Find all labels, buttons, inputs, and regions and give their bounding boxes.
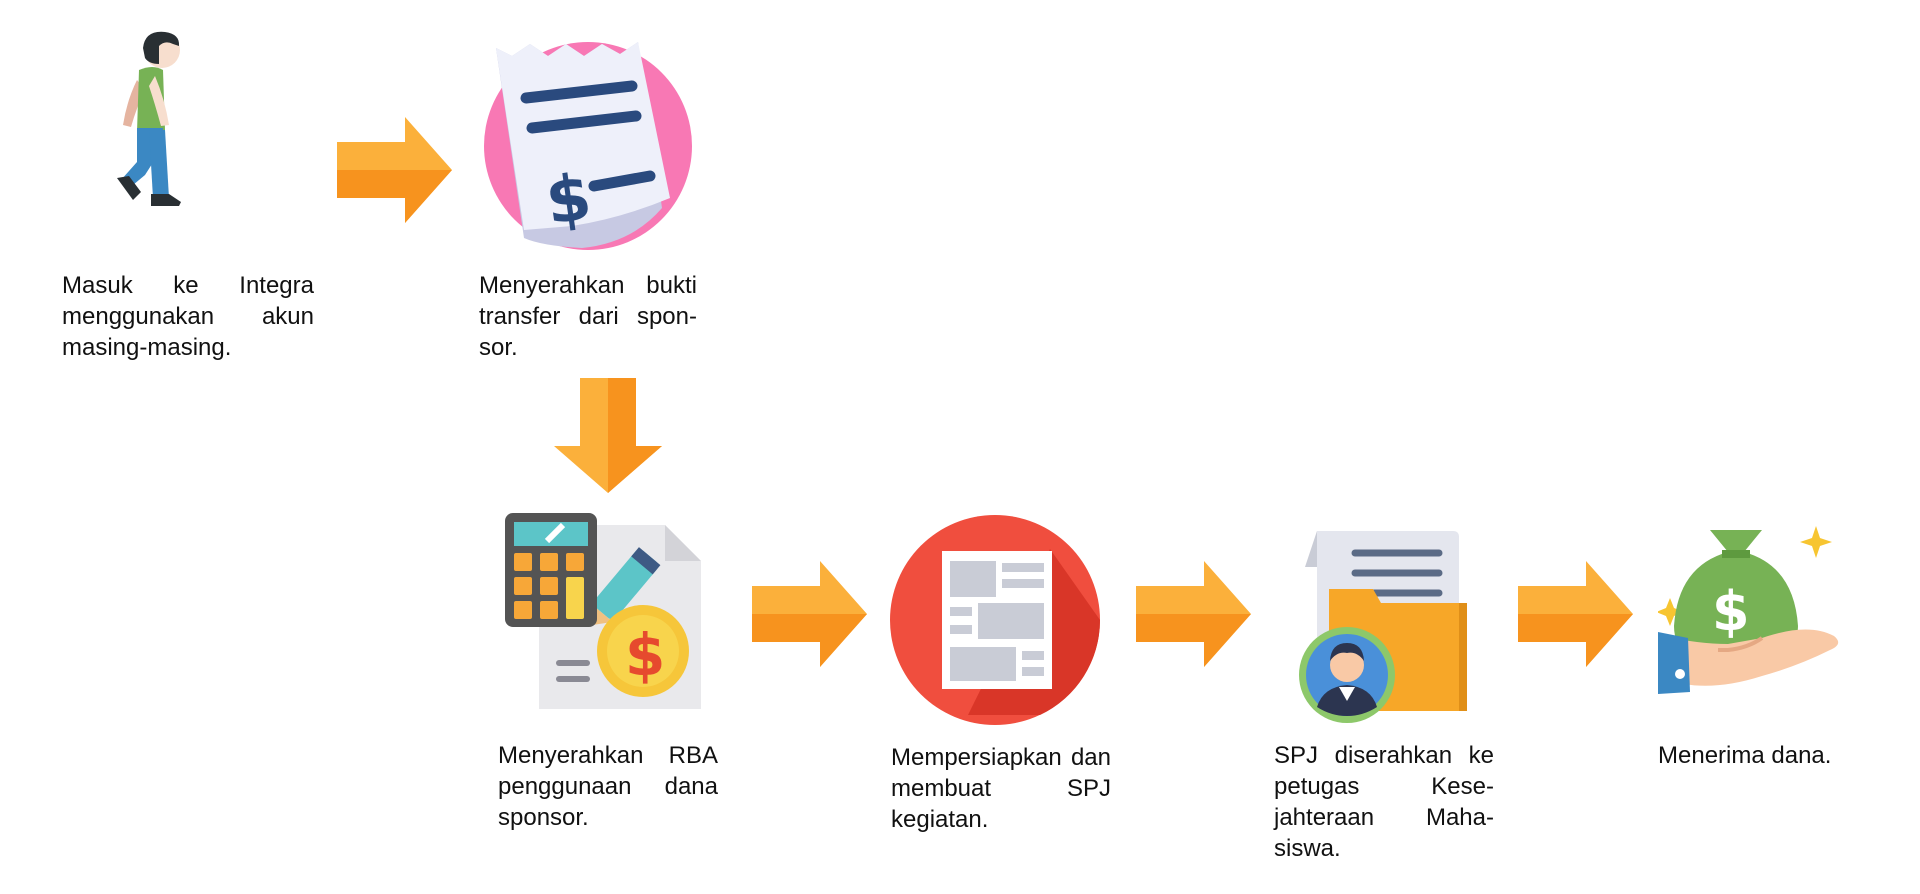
- arrow-right-2: [752, 561, 867, 672]
- folder-officer-icon: [1293, 527, 1475, 727]
- step-label-handover: SPJ diserahkan ke petugas Kese­jahteraan…: [1274, 742, 1494, 862]
- step-label-spj: Mempersiapkan dan membuat SPJ kegiatan.: [891, 744, 1111, 833]
- budget-calculator-icon: $: [505, 513, 705, 713]
- money-bag-hand-icon: $: [1658, 526, 1848, 716]
- person-walking-icon: [115, 30, 225, 210]
- svg-text:$: $: [625, 621, 665, 689]
- arrow-down-1: [554, 378, 662, 498]
- arrow-right-1: [337, 117, 452, 228]
- step-label-receive: Menerima dana.: [1658, 742, 1832, 769]
- arrow-right-3: [1136, 561, 1251, 672]
- receipt-icon: $: [482, 38, 694, 253]
- report-document-icon: [890, 515, 1100, 725]
- step-label-transfer: Menyerahkan bukti transfer dari spon­sor…: [479, 272, 697, 361]
- svg-text:$: $: [541, 160, 595, 239]
- step-label-login: Masuk ke Integra menggunakan akun masing…: [62, 272, 314, 361]
- svg-text:$: $: [1712, 580, 1750, 643]
- step-label-rba: Menyerahkan RBA penggunaan dana sponsor.: [498, 742, 718, 831]
- arrow-right-4: [1518, 561, 1633, 672]
